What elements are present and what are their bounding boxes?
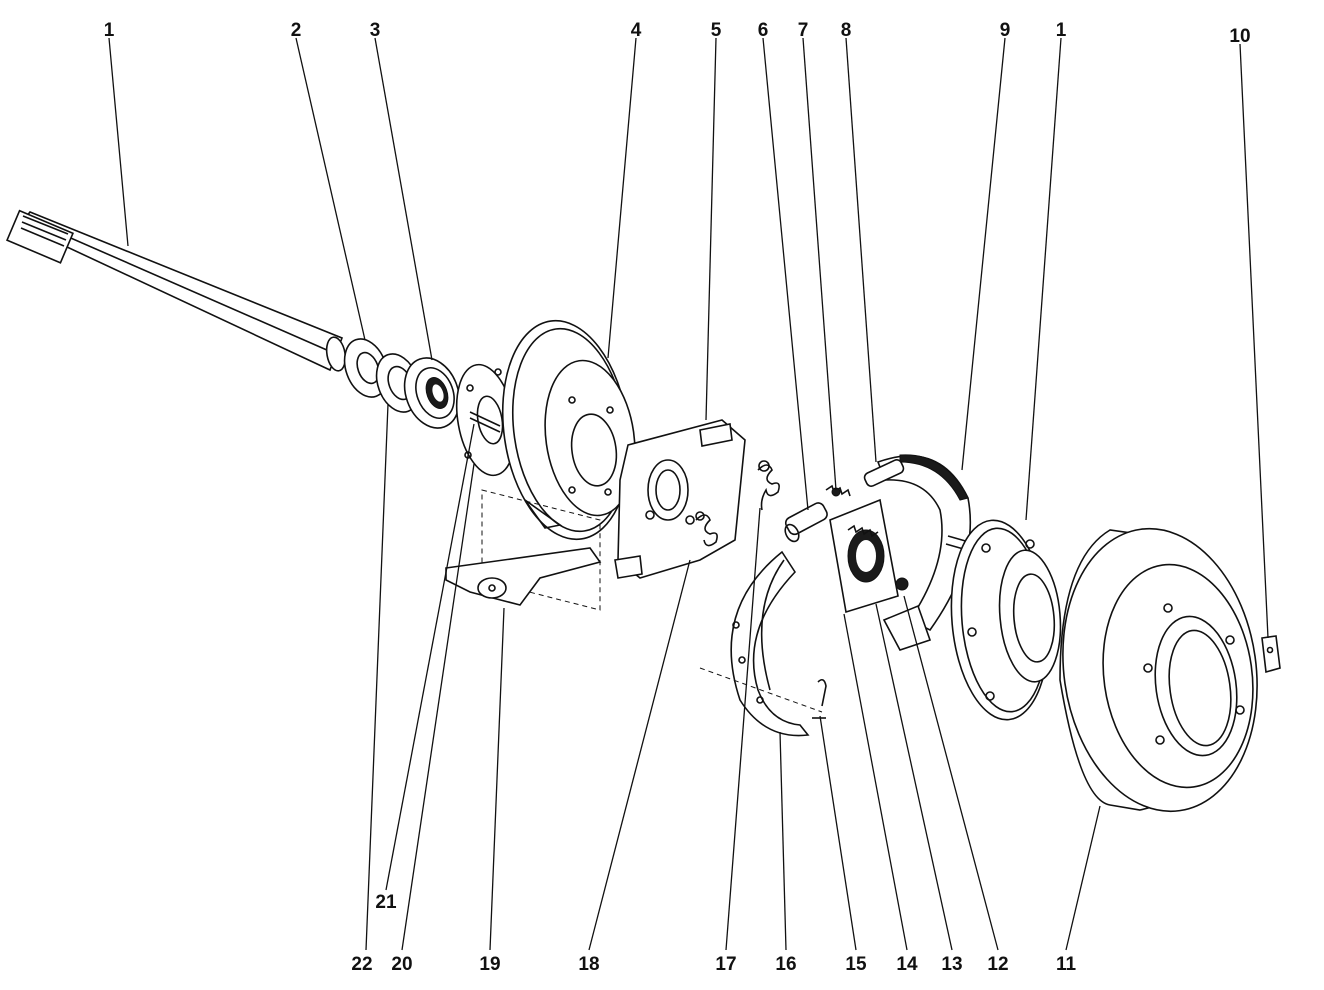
brake-shoe-lower xyxy=(699,550,823,737)
callout-9: 9 xyxy=(1000,20,1011,41)
lower-return-spring xyxy=(695,511,718,547)
cotter-pin xyxy=(812,678,827,719)
brake-shoe-upper xyxy=(863,454,972,632)
callout-2: 2 xyxy=(291,20,302,41)
brake-lever xyxy=(445,489,602,611)
callout-8: 8 xyxy=(841,20,852,41)
callout-6: 6 xyxy=(758,20,769,41)
leader-lines xyxy=(108,37,1269,951)
brake-backing-plate xyxy=(501,319,636,541)
callout-1-shaft: 1 xyxy=(104,20,115,41)
callout-labels: 1 2 3 4 5 6 7 8 9 1 10 22 20 21 19 18 17… xyxy=(104,20,1251,975)
wheel-bearing xyxy=(403,357,461,429)
callout-16: 16 xyxy=(775,954,796,975)
callout-21: 21 xyxy=(375,892,397,913)
callout-19: 19 xyxy=(479,954,500,975)
callout-4: 4 xyxy=(631,20,642,41)
callout-20: 20 xyxy=(391,954,412,975)
brake-carrier-plate xyxy=(614,419,746,579)
callout-13: 13 xyxy=(941,954,962,975)
callout-11: 11 xyxy=(1056,954,1077,975)
callout-15: 15 xyxy=(845,954,867,975)
callout-18: 18 xyxy=(578,954,599,975)
upper-return-spring xyxy=(757,460,780,511)
anchor-bolt xyxy=(882,577,932,651)
retainer-bolt xyxy=(469,411,501,433)
drum-retaining-clip xyxy=(1261,635,1281,674)
adjuster-spring xyxy=(825,484,851,497)
callout-14: 14 xyxy=(896,954,918,975)
adjuster-pin xyxy=(784,502,828,543)
wheel-cylinder-plate xyxy=(829,498,899,614)
callout-12: 12 xyxy=(987,954,1008,975)
callout-7: 7 xyxy=(798,20,809,41)
callout-5: 5 xyxy=(711,20,722,41)
axle-shaft xyxy=(6,209,347,372)
callout-10: 10 xyxy=(1229,26,1250,47)
callout-1-hub: 1 xyxy=(1056,20,1067,41)
callout-17: 17 xyxy=(715,954,736,975)
brake-drum xyxy=(1059,527,1258,813)
wheel-hub xyxy=(950,519,1062,721)
callout-22: 22 xyxy=(351,954,372,975)
callout-3: 3 xyxy=(370,20,381,41)
